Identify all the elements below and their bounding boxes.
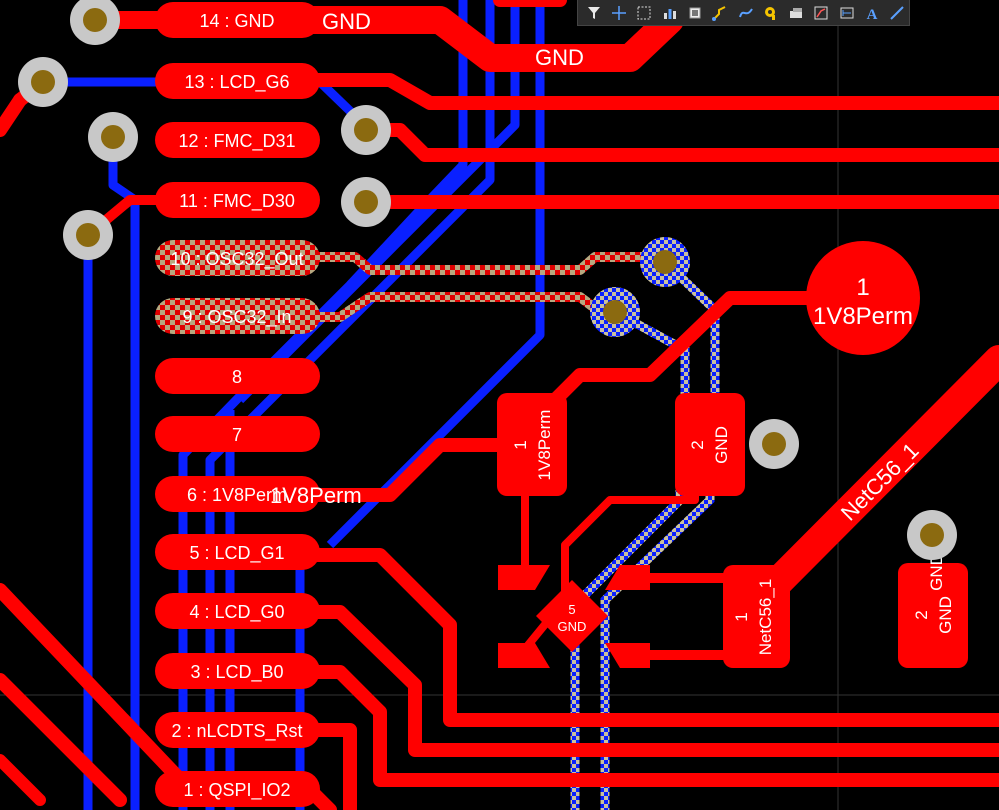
pad-1-label: 1 : QSPI_IO2 [183, 780, 290, 801]
dimension-icon[interactable] [835, 2, 858, 24]
pad-12-label: 12 : FMC_D31 [178, 131, 295, 152]
pad-3[interactable] [155, 653, 320, 689]
text-icon[interactable]: A [860, 2, 883, 24]
ic-small-pads [498, 565, 650, 668]
far-gnd-pad-net: GND [936, 596, 955, 634]
round-pad-number: 1 [856, 274, 869, 301]
diamond-pad-num: 5 [568, 602, 575, 617]
pad-8-label: 8 [232, 367, 242, 387]
pad-7-label: 7 [232, 425, 242, 445]
crosshair-icon[interactable] [607, 2, 630, 24]
far-gnd-pad-net-2: GND [927, 553, 946, 591]
pad-4[interactable] [155, 593, 320, 629]
ic-pad-b[interactable] [498, 643, 550, 668]
via[interactable] [341, 105, 391, 155]
pad-11-label: 11 : FMC_D30 [179, 191, 295, 212]
pad-2-label: 2 : nLCDTS_Rst [171, 721, 302, 742]
pad-10-label: 10 : OSC32_Out [170, 249, 303, 270]
connector-pad-labels: 14 : GND 13 : LCD_G6 12 : FMC_D31 11 : F… [170, 11, 303, 801]
far-gnd-pad-num: 2 [912, 610, 931, 619]
net-label-gnd-top: GND [322, 9, 371, 34]
pad-10[interactable] [155, 240, 320, 276]
cap-pad-1-num: 1 [511, 440, 530, 449]
pad-11[interactable] [155, 182, 320, 218]
pad-9[interactable] [155, 298, 320, 334]
pad-3-label: 3 : LCD_B0 [190, 662, 283, 683]
pad-8[interactable] [155, 358, 320, 394]
pad-14[interactable] [155, 2, 320, 38]
net-label-1v8perm: 1V8Perm [270, 483, 362, 508]
via[interactable] [640, 237, 690, 287]
diamond-pad-net: GND [558, 619, 587, 634]
pad-6-label: 6 : 1V8Perm [187, 485, 287, 505]
pad-6[interactable] [155, 476, 320, 512]
via[interactable] [341, 177, 391, 227]
pad-7[interactable] [155, 416, 320, 452]
ic-pad-c[interactable] [605, 565, 650, 590]
via[interactable] [18, 57, 68, 107]
checkered-blue-traces [570, 258, 720, 810]
cap-pad-2-num: 2 [688, 440, 707, 449]
vias [18, 0, 957, 560]
svg-text:A: A [867, 7, 878, 21]
pad-1[interactable] [155, 771, 320, 807]
round-pad-net: 1V8Perm [813, 303, 913, 330]
connector-pads [155, 2, 320, 807]
diamond-pad-gnd[interactable] [536, 580, 608, 652]
interactive-route-icon[interactable] [734, 2, 757, 24]
via[interactable] [749, 419, 799, 469]
pad-9-label: 9 : OSC32_In [182, 307, 291, 328]
net-label-netc56: NetC56_1 [836, 438, 924, 526]
via[interactable] [70, 0, 120, 45]
line-icon[interactable] [886, 2, 909, 24]
pad-5[interactable] [155, 534, 320, 570]
via[interactable] [88, 112, 138, 162]
net-label-gnd-right: GND [535, 45, 584, 70]
netc56-pad-net: NetC56_1 [756, 579, 775, 656]
via[interactable] [907, 510, 957, 560]
pad-13-label: 13 : LCD_G6 [184, 72, 289, 93]
pad-12[interactable] [155, 122, 320, 158]
via-icon[interactable] [759, 2, 782, 24]
route-icon[interactable] [709, 2, 732, 24]
cap-pad-2-net: GND [712, 426, 731, 464]
pad-14-label: 14 : GND [199, 11, 274, 31]
round-pad-1v8perm[interactable] [806, 241, 920, 355]
pad-13[interactable] [155, 63, 320, 99]
pad-2[interactable] [155, 712, 320, 748]
fill-icon[interactable] [785, 2, 808, 24]
ic-pad-a[interactable] [498, 565, 550, 590]
netc56-pad[interactable] [723, 565, 790, 668]
ic-pad-d[interactable] [605, 643, 650, 668]
filter-icon[interactable] [582, 2, 605, 24]
chart-icon[interactable] [658, 2, 681, 24]
netc56-pad-num: 1 [732, 612, 751, 621]
far-gnd-pad[interactable] [898, 563, 968, 668]
component-icon[interactable] [683, 2, 706, 24]
cap-pad-1[interactable] [497, 393, 567, 496]
polygon-icon[interactable] [810, 2, 833, 24]
via[interactable] [590, 287, 640, 337]
pad-4-label: 4 : LCD_G0 [189, 602, 284, 623]
cap-pad-2[interactable] [675, 393, 745, 496]
select-rect-icon[interactable] [633, 2, 656, 24]
pad-5-label: 5 : LCD_G1 [189, 543, 284, 564]
via[interactable] [63, 210, 113, 260]
cap-pad-1-net: 1V8Perm [535, 410, 554, 481]
pcb-active-toolbar: A [577, 0, 910, 26]
